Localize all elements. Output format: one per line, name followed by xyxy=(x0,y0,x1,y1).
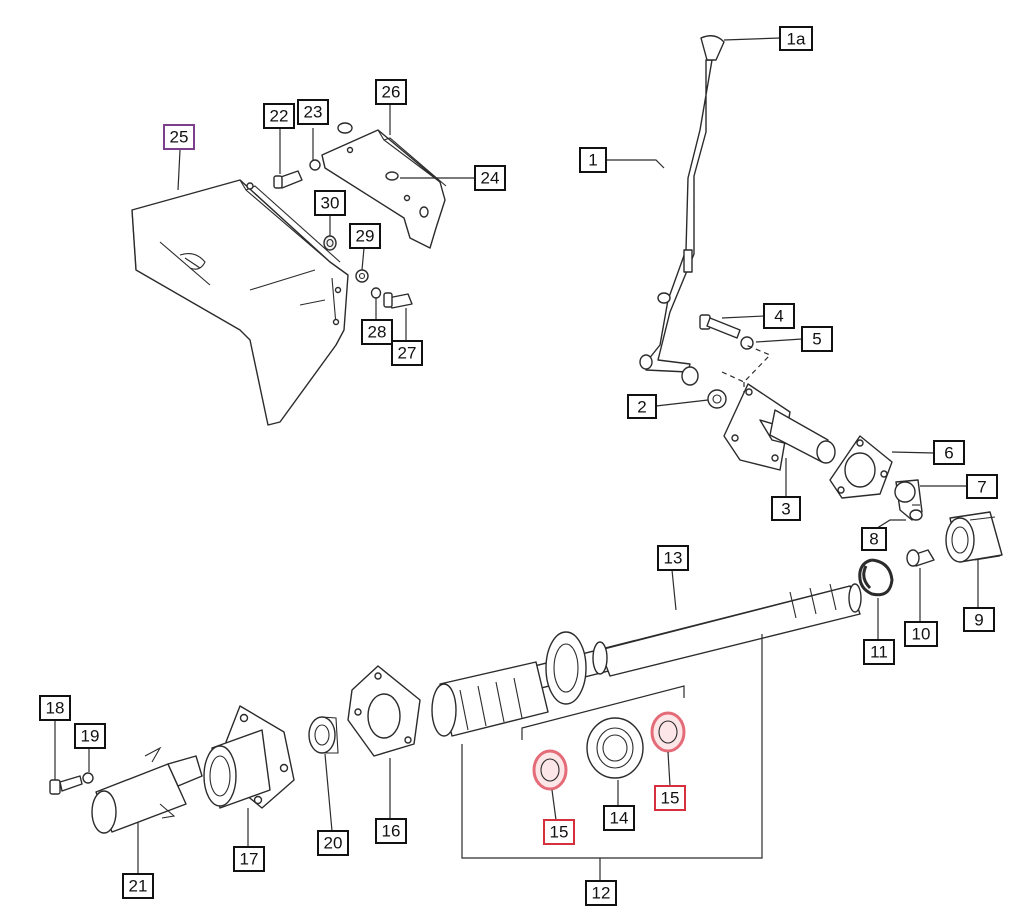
label-11: 11 xyxy=(863,639,895,665)
svg-text:19: 19 xyxy=(81,727,100,746)
svg-text:26: 26 xyxy=(382,83,401,102)
mounting-bracket-part xyxy=(321,122,447,249)
group-bracket-12 xyxy=(461,634,763,859)
svg-text:14: 14 xyxy=(610,809,629,828)
label-10: 10 xyxy=(904,621,938,647)
flange-housing-17-part xyxy=(203,705,295,809)
svg-text:6: 6 xyxy=(944,444,953,463)
svg-text:13: 13 xyxy=(664,549,683,568)
bolt-27-part xyxy=(383,292,413,309)
svg-text:25: 25 xyxy=(170,128,189,147)
svg-text:29: 29 xyxy=(356,227,375,246)
label-9: 9 xyxy=(963,607,995,632)
svg-text:17: 17 xyxy=(240,850,259,869)
washer-23-part xyxy=(309,159,321,171)
group-bracket-14-15 xyxy=(521,685,685,740)
bearing-14-part xyxy=(586,717,644,779)
washer-5-part xyxy=(740,336,754,350)
main-shaft-13-part xyxy=(431,583,862,737)
svg-text:22: 22 xyxy=(270,107,289,126)
label-7: 7 xyxy=(966,474,998,499)
label-19: 19 xyxy=(74,723,106,749)
svg-text:16: 16 xyxy=(382,822,401,841)
svg-text:24: 24 xyxy=(481,169,500,188)
label-20: 20 xyxy=(317,830,349,856)
shift-lever-part xyxy=(639,35,725,386)
svg-text:20: 20 xyxy=(324,834,343,853)
label-29: 29 xyxy=(349,223,381,249)
svg-text:21: 21 xyxy=(129,877,148,896)
svg-text:2: 2 xyxy=(637,398,646,417)
sliding-sleeve-9-part xyxy=(945,511,1003,563)
svg-text:7: 7 xyxy=(977,478,986,497)
svg-text:11: 11 xyxy=(870,643,888,662)
label-13: 13 xyxy=(657,545,689,571)
guard-cover-part xyxy=(131,179,349,426)
svg-text:15: 15 xyxy=(661,789,680,808)
svg-text:8: 8 xyxy=(869,530,878,549)
seal-15-right-part xyxy=(650,711,686,753)
svg-text:4: 4 xyxy=(774,307,783,326)
label-14: 14 xyxy=(603,805,635,831)
label-17: 17 xyxy=(233,846,265,872)
gasket-6-part xyxy=(829,435,893,499)
nut-29-part xyxy=(355,269,369,283)
svg-text:1a: 1a xyxy=(787,30,806,49)
label-5: 5 xyxy=(801,326,833,352)
svg-text:18: 18 xyxy=(46,699,65,718)
label-16: 16 xyxy=(375,818,407,844)
bolt-22-part xyxy=(273,170,303,189)
svg-text:15: 15 xyxy=(550,823,569,842)
label-21: 21 xyxy=(122,873,154,899)
label-3: 3 xyxy=(771,496,801,521)
washer-28-part xyxy=(370,287,382,299)
label-15-left: 15 xyxy=(543,819,575,845)
label-15-right: 15 xyxy=(654,785,686,811)
label-8: 8 xyxy=(861,527,887,551)
seal-15-left-part xyxy=(532,749,568,791)
svg-text:12: 12 xyxy=(592,884,611,903)
label-12: 12 xyxy=(585,880,617,906)
leader-lines xyxy=(54,37,979,881)
svg-text:3: 3 xyxy=(781,500,790,519)
washer-19-part xyxy=(82,772,94,784)
washer-2-part xyxy=(707,389,727,409)
label-2: 2 xyxy=(627,394,657,419)
label-18: 18 xyxy=(39,695,71,721)
label-27: 27 xyxy=(391,340,423,366)
label-24: 24 xyxy=(474,165,506,191)
svg-text:23: 23 xyxy=(304,103,323,122)
svg-text:27: 27 xyxy=(398,344,417,363)
nut-30-part xyxy=(323,235,337,251)
label-25: 25 xyxy=(163,124,195,150)
circlip-11-part xyxy=(858,558,894,597)
label-6: 6 xyxy=(933,440,965,465)
shaft-housing-3-part xyxy=(723,383,836,471)
label-26: 26 xyxy=(375,79,407,105)
label-1: 1 xyxy=(579,147,607,173)
svg-text:10: 10 xyxy=(912,625,931,644)
label-30: 30 xyxy=(314,190,346,216)
svg-text:5: 5 xyxy=(812,330,821,349)
bolt-18-part xyxy=(49,775,83,795)
output-stub-21-part xyxy=(91,746,203,834)
svg-text:1: 1 xyxy=(588,151,597,170)
label-28: 28 xyxy=(361,319,393,345)
spacer-20-part xyxy=(308,716,339,754)
label-23: 23 xyxy=(297,99,329,125)
bushing-10-part xyxy=(906,549,935,567)
svg-text:28: 28 xyxy=(368,323,387,342)
svg-text:9: 9 xyxy=(974,611,983,630)
gasket-16-part xyxy=(347,665,421,757)
shift-fork-7-part xyxy=(894,479,923,521)
label-1a: 1a xyxy=(779,26,813,51)
label-4: 4 xyxy=(763,303,795,329)
bolt-4-part xyxy=(699,314,741,339)
svg-text:30: 30 xyxy=(321,194,340,213)
label-22: 22 xyxy=(263,103,295,129)
